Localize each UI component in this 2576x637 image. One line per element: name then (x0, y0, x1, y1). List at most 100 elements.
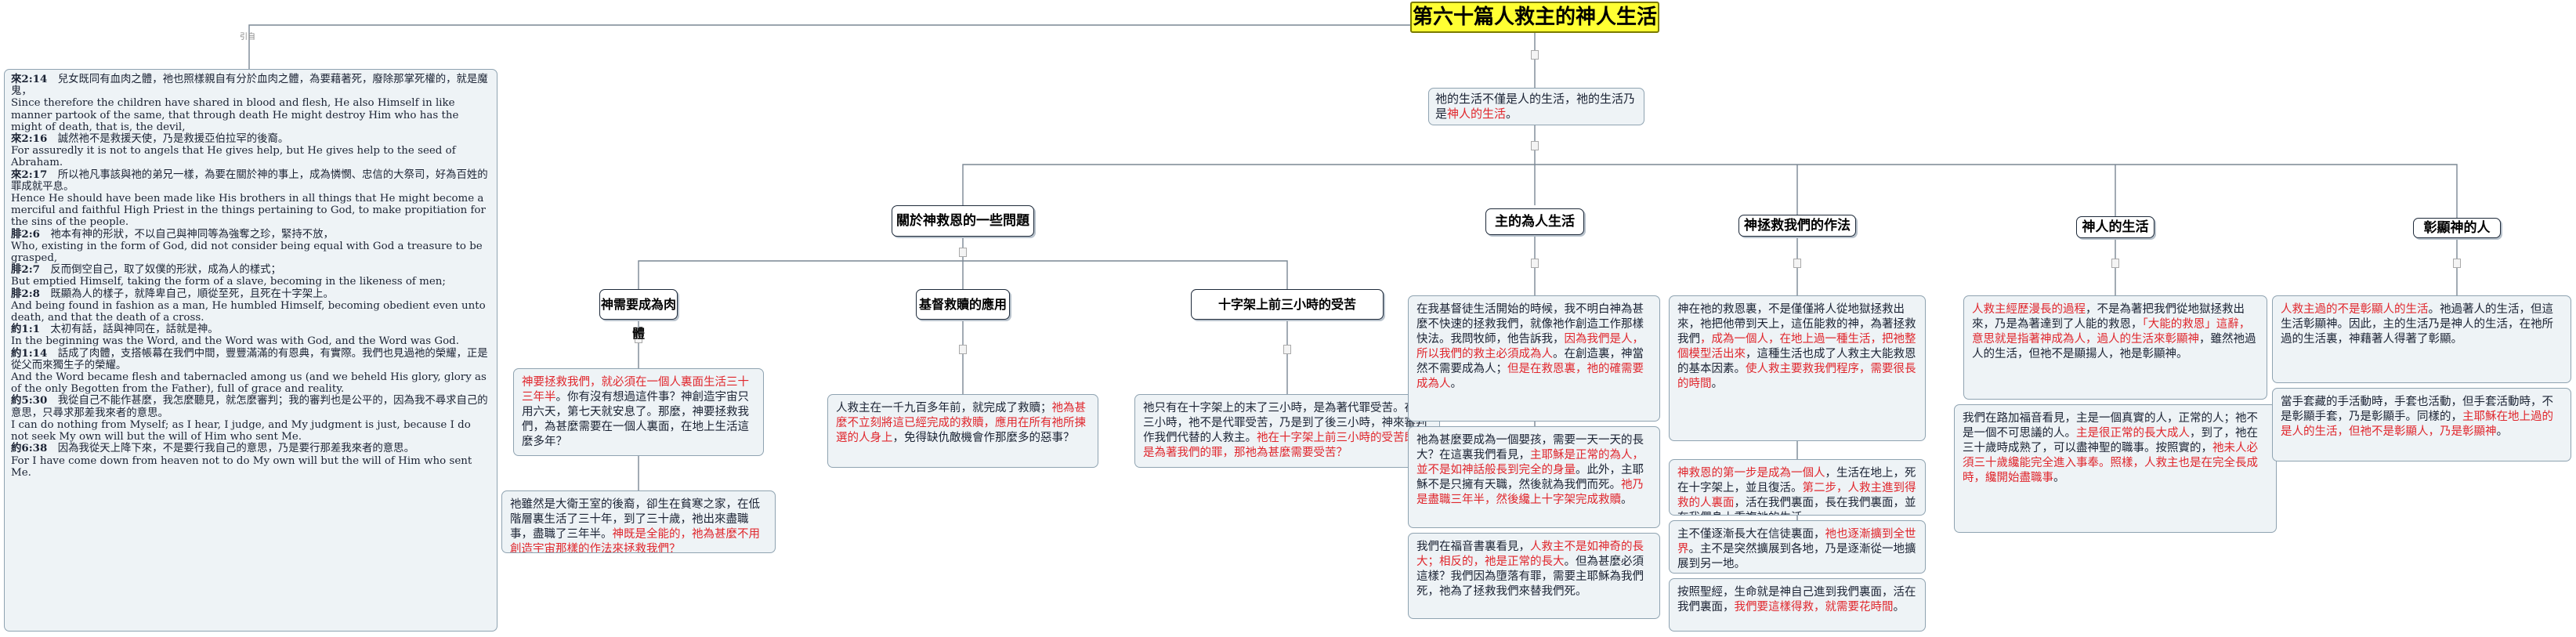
highlight-text: 人救主過的不是彰顯人的生活 (2281, 303, 2429, 316)
center-summary-text: 祂的生活不僅是人的生活，祂的生活乃是神人的生活。 (1435, 92, 1637, 121)
note-express-god-2[interactable]: 當手套藏的手活動時，手套也活動，但手套活動時，不是彰顯手套，乃是彰顯手。同樣的，… (2272, 388, 2571, 461)
note-text: 我們在路加福音看見，主是一個真實的人，正常的人；祂不是一個不可思議的人。主是很正… (1963, 411, 2268, 486)
note-express-god-1[interactable]: 人救主過的不是彰顯人的生活。祂過著人的生活，但這生活彰顯神。因此，主的生活乃是神… (2272, 295, 2571, 383)
plain-text: 。 (1621, 494, 1633, 506)
plain-text: 我們在路加福音看見，主是一個真實的人，正常的人；祂不是一個不可思議的人。 (1963, 412, 2258, 440)
plain-text: 。 (2053, 472, 2065, 484)
topic-express-god[interactable]: 彰顯神的人 (2413, 218, 2501, 238)
note-salvation-way-2[interactable]: 神救恩的第一步是成為一個人，生活在地上，死在十字架上，並且復活。第二步，人救主進… (1669, 459, 1926, 516)
verse-english: I can do nothing from Myself; as I hear,… (11, 418, 471, 443)
scripture-verse: 來2:17 所以祂凡事該與祂的弟兄一樣，為要在關於神的事上，成為憐憫、忠信的大祭… (11, 168, 490, 229)
verse-chinese: 兒女既同有血肉之體，祂也照樣親自有分於血肉之體，為要藉著死，廢除那掌死權的，就是… (11, 74, 488, 98)
scripture-verse: 約6:38 因為我從天上降下來，不是要行我自己的意思，乃是要行那差我來者的意思。… (11, 443, 490, 479)
note-human-living-2[interactable]: 祂為甚麼要成為一個嬰孩，需要一天一天的長大？在這裏我們看見，主耶穌是正常的為人，… (1408, 426, 1660, 528)
plain-text: ，這種生活也成了人救主大能救恩的基本因素。 (1677, 348, 1916, 375)
plain-text: 祂的生活不僅是人的生活，祂的生活乃是 (1435, 92, 1636, 121)
subtopic-cross-suffering[interactable]: 十字架上前三小時的受苦 (1191, 289, 1384, 320)
note-redemption[interactable]: 人救主在一千九百多年前，就完成了救贖；祂為甚麼不立刻將這已經完成的救贖，應用在所… (827, 394, 1098, 468)
verse-ref: 腓2:8 (11, 287, 51, 300)
scripture-box[interactable]: 來2:14 兒女既同有血肉之體，祂也照樣親自有分於血肉之體，為要藉著死，廢除那掌… (4, 69, 497, 632)
highlight-text: 神既是全能的，祂為甚麼不用創造宇宙那樣的作法來拯救我們？ (510, 528, 760, 553)
note-icon (1531, 141, 1539, 150)
note-salvation-way-3[interactable]: 主不僅逐漸長大在信徒裏面，祂也逐漸擴到全世界。主不是突然擴展到各地，乃是逐漸從一… (1669, 520, 1926, 574)
highlight-text: 我們要這樣得救，就需要花時間 (1734, 601, 1894, 613)
note-incarnation-2[interactable]: 祂雖然是大衛王室的後裔，卻生在貧寒之家，在低階層裏生活了三十年，到了三十歲，祂出… (501, 490, 776, 553)
plain-text: 。此外，主耶穌不是只擁有天職，然後就為我們而死。 (1416, 464, 1644, 491)
verse-english: But emptied Himself, taking the form of … (11, 276, 446, 288)
topic-salvation-questions[interactable]: 關於神救恩的一些問題 (892, 205, 1034, 237)
verse-ref: 腓2:6 (11, 227, 51, 241)
note-icon (1793, 259, 1801, 268)
highlight-text: 「大能的救恩」這辭，意思就是指著神成為人，過人的生活來彰顯神 (1972, 318, 2251, 346)
note-icon (635, 334, 642, 343)
verse-english: In the beginning was the Word, and the W… (11, 335, 459, 348)
plain-text: 我們在福音書裏看見， (1416, 541, 1530, 553)
plain-text: ，雖然祂過人的生活，但祂不是顯揚人，祂是彰顯神。 (1972, 333, 2256, 360)
plain-text: ，不是為著把我們從地獄拯救出來，乃是為著達到了人能的救恩， (1972, 303, 2245, 331)
verse-ref: 約5:30 (11, 394, 58, 407)
verse-chinese: 既顯為人的樣子，就降卑自己，順從至死，且死在十字架上。 (50, 288, 334, 300)
verse-english: Hence He should have been made like His … (11, 193, 486, 229)
note-text: 按照聖經，生命就是神自己進到我們裏面，活在我們裏面，我們要這樣得救，就需要花時間… (1677, 585, 1917, 615)
verse-english: And being found in fashion as a man, He … (11, 299, 486, 324)
note-text: 我們在福音書裏看見，人救主不是如神奇的長大；相反的，祂是正常的長大。但為甚麼必須… (1416, 540, 1652, 599)
note-text: 人救主過的不是彰顯人的生活。祂過著人的生活，但這生活彰顯神。因此，主的生活乃是神… (2281, 302, 2563, 347)
verse-chinese: 我從自己不能作甚麼，我怎麼聽見，就怎麼審判；我的審判也是公平的，因為我不尋求自己… (11, 395, 488, 419)
map-title[interactable]: 第六十篇人救主的神人生活 (1410, 2, 1659, 33)
highlight-text: 祂為甚麼不立刻將這已經完成的救贖，應用在所有祂所揀選的人身上 (836, 402, 1086, 444)
verse-chinese: 反而倒空自己，取了奴僕的形狀，成為人的樣式； (50, 264, 281, 277)
note-icon (1283, 345, 1291, 354)
subtopic-redemption[interactable]: 基督救贖的應用 (916, 289, 1010, 320)
highlight-text: ，成為一個人，在地上過一種生活，把祂整個模型活出來 (1677, 333, 1916, 360)
scripture-verse: 腓2:7 反而倒空自己，取了奴僕的形狀，成為人的樣式；But emptied H… (11, 264, 490, 288)
note-text: 神在祂的救恩裏，不是僅僅將人從地獄拯救出來，祂把他帶到天上，這伍能救的神，為著拯… (1677, 302, 1917, 392)
note-cross[interactable]: 祂只有在十字架上的末了三小時，是為著代罪受苦。在前三小時，祂不是代罪受苦，乃是到… (1134, 394, 1440, 468)
highlight-text: 祂未人必須三十歲纔能完全進入事奉。照樣，人救主也是在完全長成時，纔開始盡職事 (1963, 442, 2258, 484)
note-salvation-way-4[interactable]: 按照聖經，生命就是神自己進到我們裏面，活在我們裏面，我們要這樣得救，就需要花時間… (1669, 578, 1926, 632)
highlight-text: 人救主不是如神奇的長大；相反的，祂是正常的長大 (1416, 541, 1644, 568)
plain-text: 主不僅逐漸長大在信徒裏面， (1677, 528, 1825, 541)
note-human-living-1[interactable]: 在我基督徒生活開始的時候，我不明白神為甚麼不快速的拯救我們，就像祂作創造工作那樣… (1408, 295, 1660, 422)
verse-english: And the Word became flesh and tabernacle… (11, 371, 487, 396)
plain-text: 按照聖經，生命就是神自己進到我們裏面，活在我們裏面， (1677, 586, 1916, 613)
plain-text: 祂雖然是大衛王室的後裔，卻生在貧寒之家，在低階層裏生活了三十年，到了三十歲，祂出… (510, 498, 760, 541)
highlight-text: 主耶穌是正常的為人，並不是如神話般長到完全的身量 (1416, 449, 1644, 476)
highlight-text: 使人救主要救我們程序，需要很長的時間 (1677, 363, 1916, 390)
plain-text: 當手套藏的手活動時，手套也活動，但手套活動時，不是彰顯手套，乃是彰顯手。同樣的， (2281, 396, 2553, 423)
verse-ref: 約1:1 (11, 323, 51, 336)
topic-salvation-way[interactable]: 神拯救我們的作法 (1738, 215, 1856, 237)
topic-god-man-living[interactable]: 神人的生活 (2076, 216, 2155, 238)
highlight-text: 因為我們是人，所以我們的救主必須成為人 (1416, 333, 1644, 360)
topic-human-living[interactable]: 主的為人生活 (1485, 208, 1584, 235)
highlight-text: 主耶穌在地上過的是人的生活，但祂不是彰顯人，乃是彰顯神 (2281, 411, 2553, 438)
note-text: 人救主經歷漫長的過程，不是為著把我們從地獄拯救出來，乃是為著達到了人能的救恩，「… (1972, 302, 2259, 362)
verse-ref: 腓2:7 (11, 263, 51, 277)
note-god-man-2[interactable]: 我們在路加福音看見，主是一個真實的人，正常的人；祂不是一個不可思議的人。主是很正… (1954, 404, 2277, 533)
highlight-text: 人救主經歷漫長的過程 (1972, 303, 2086, 316)
highlight-text: 祂也逐漸擴到全世界 (1677, 528, 1916, 556)
note-incarnation-1[interactable]: 神要拯救我們，就必須在一個人裏面生活三十三年半。你有沒有想過這件事？神創造宇宙只… (513, 368, 764, 456)
note-icon (959, 248, 967, 257)
verse-english: Since therefore the children have shared… (11, 97, 459, 133)
plain-text: ，到了，祂在三十歲時成熟了，可以盡神聖的職事。按照實的， (1963, 427, 2258, 454)
verse-ref: 來2:14 (11, 73, 58, 85)
scripture-list: 來2:14 兒女既同有血肉之體，祂也照樣親自有分於血肉之體，為要藉著死，廢除那掌… (11, 73, 490, 479)
subtopic-incarnation[interactable]: 神需要成為肉體 (599, 289, 678, 341)
plain-text: 。 (1506, 107, 1518, 121)
note-text: 當手套藏的手活動時，手套也活動，但手套活動時，不是彰顯手套，乃是彰顯手。同樣的，… (2281, 395, 2563, 440)
note-icon (1531, 259, 1539, 268)
verse-english: For assuredly it is not to angels that H… (11, 145, 456, 169)
plain-text: 神在祂的救恩裏，不是僅僅將人從地獄拯救出來，祂把他帶到天上，這伍能救的神，為著拯… (1677, 303, 1916, 346)
note-text: 神要拯救我們，就必須在一個人裏面生活三十三年半。你有沒有想過這件事？神創造宇宙只… (522, 375, 755, 450)
note-human-living-3[interactable]: 我們在福音書裏看見，人救主不是如神奇的長大；相反的，祂是正常的長大。但為甚麼必須… (1408, 533, 1660, 619)
note-text: 主不僅逐漸長大在信徒裏面，祂也逐漸擴到全世界。主不是突然擴展到各地，乃是逐漸從一… (1677, 527, 1917, 572)
center-summary-box[interactable]: 祂的生活不僅是人的生活，祂的生活乃是神人的生活。 (1428, 88, 1644, 125)
highlight-text: 第二步，人救主進到得救的人裏面 (1677, 482, 1916, 509)
plain-text: 。但為甚麼必須這樣？我們因為墮落有罪，需要主耶穌為我們死，祂為了拯救我們來替我們… (1416, 556, 1644, 598)
plain-text: ，免得缺仇敵機會作那麼多的惡事？ (892, 432, 1075, 444)
plain-text: 。你有沒有想過這件事？神創造宇宙只用六天，第七天就安息了。那麼，神要拯救我們，為… (522, 391, 749, 448)
note-salvation-way-1[interactable]: 神在祂的救恩裏，不是僅僅將人從地獄拯救出來，祂把他帶到天上，這伍能救的神，為著拯… (1669, 295, 1926, 441)
note-text: 祂為甚麼要成為一個嬰孩，需要一天一天的長大？在這裏我們看見，主耶穌是正常的為人，… (1416, 433, 1652, 508)
plain-text: 。祂過著人的生活，但這生活彰顯神。因此，主的生活乃是神人的生活，在祂所過的生活裏… (2281, 303, 2553, 346)
note-god-man-1[interactable]: 人救主經歷漫長的過程，不是為著把我們從地獄拯救出來，乃是為著達到了人能的救恩，「… (1963, 295, 2267, 400)
